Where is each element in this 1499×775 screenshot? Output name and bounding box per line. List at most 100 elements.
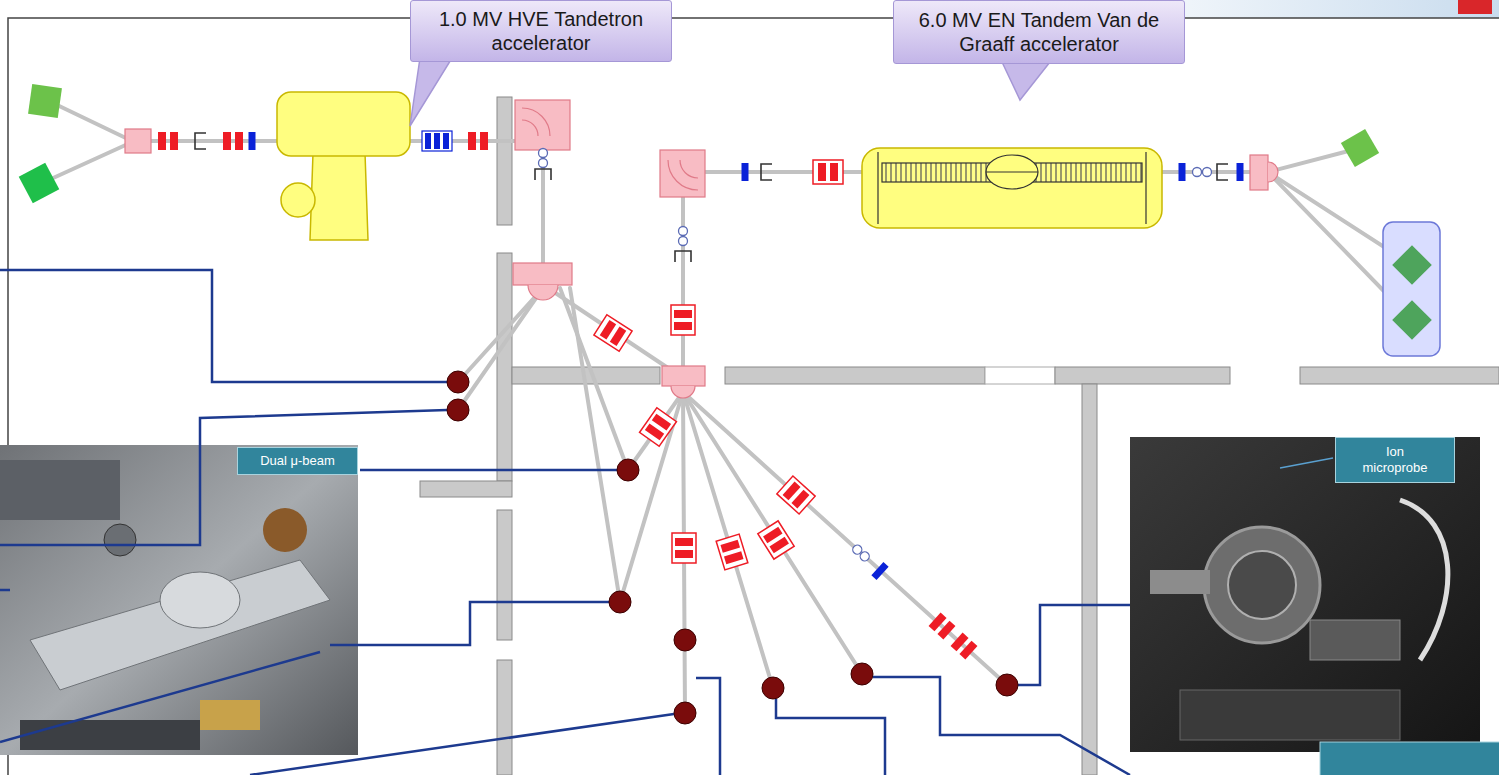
- wall: [1055, 367, 1230, 384]
- photo-detail: [160, 572, 240, 628]
- steerer: [1179, 163, 1186, 181]
- leader-line: [1018, 605, 1130, 685]
- callout-box: 1.0 MV HVE Tandetron accelerator: [410, 0, 672, 62]
- callout-pointer: [410, 58, 452, 126]
- beam-line: [681, 197, 685, 368]
- leader-line: [696, 678, 720, 775]
- switching-magnet: [528, 285, 558, 300]
- accelerator-tank: [277, 92, 410, 156]
- accelerator-stand: [310, 153, 368, 240]
- leader-line: [0, 589, 10, 592]
- node-text: Ion microprobe: [1362, 444, 1427, 475]
- switching-magnet: [671, 386, 695, 398]
- end-station: [674, 702, 696, 724]
- beam-line: [458, 288, 543, 382]
- tandem-accelerator: [862, 148, 1162, 228]
- photo-detail: [0, 460, 120, 520]
- quadrupole: [594, 315, 632, 351]
- switching-magnet: [1268, 162, 1278, 182]
- quadrupole: [758, 521, 794, 559]
- photo: [1130, 437, 1480, 752]
- end-station: [762, 677, 784, 699]
- steerer: [1237, 163, 1244, 181]
- slit: [761, 164, 772, 180]
- wall: [497, 253, 512, 481]
- end-station: [851, 663, 873, 685]
- wall: [497, 660, 512, 775]
- bending-magnet: [660, 150, 705, 197]
- end-station: [447, 399, 469, 421]
- beam-line: [683, 392, 1007, 685]
- tandetron-accelerator: [277, 92, 410, 240]
- photo-detail: [1180, 690, 1400, 740]
- door: [985, 367, 1055, 384]
- steerer: [871, 562, 888, 580]
- terminal-axis: [986, 172, 1038, 173]
- slit: [195, 133, 206, 149]
- tank-end: [877, 152, 878, 224]
- quadrupole: [716, 534, 748, 570]
- quadrupole: [951, 633, 978, 660]
- tag-box: [1320, 742, 1499, 775]
- leader-line: [330, 602, 609, 645]
- steerer: [742, 163, 749, 181]
- photo-detail: [1204, 527, 1320, 643]
- ion-source: [28, 84, 62, 118]
- leader-line: [0, 652, 320, 742]
- photo-detail: [1150, 570, 1210, 594]
- quadrupole: [468, 132, 488, 150]
- ion-source: [1392, 300, 1432, 340]
- ion-source: [19, 163, 60, 204]
- beam-profile-monitor: [679, 227, 688, 246]
- steerer: [249, 132, 256, 150]
- photo-detail: [1400, 500, 1448, 660]
- slit: [1217, 164, 1228, 180]
- photo-detail: [30, 560, 330, 690]
- switching-magnet: [125, 129, 151, 153]
- beam-line: [55, 104, 130, 140]
- beam-line: [458, 288, 543, 410]
- beam-line: [620, 392, 683, 602]
- photo-detail: [1310, 620, 1400, 660]
- wall: [725, 367, 985, 384]
- quadrupole: [929, 613, 956, 640]
- label-box: Dual μ-beam: [237, 447, 358, 475]
- quadrupole: [813, 160, 843, 184]
- leader-line: [776, 699, 885, 775]
- callout-box: 6.0 MV EN Tandem Van de Graaff accelerat…: [893, 0, 1185, 64]
- photo-background: [0, 445, 358, 755]
- quadrupole: [640, 408, 677, 446]
- leader-line: [1280, 458, 1333, 468]
- leader-lines: [0, 270, 1333, 775]
- end-station: [674, 629, 696, 651]
- beam-profile-monitor: [1193, 168, 1212, 177]
- quadrupole-triplet: [422, 131, 452, 151]
- accelerator-tank: [862, 148, 1162, 228]
- source-enclosure: [1383, 222, 1440, 356]
- header-tab: [1458, 0, 1492, 14]
- quadrupole: [777, 476, 815, 514]
- ion-source: [1392, 245, 1432, 285]
- bending-magnet-arc: [522, 108, 550, 136]
- leader-line: [0, 410, 447, 545]
- beam-profile-monitor: [851, 543, 871, 562]
- leader-line: [0, 270, 447, 382]
- photo-detail: [104, 524, 136, 556]
- tank-end: [1145, 152, 1146, 224]
- quadrupole: [672, 533, 696, 563]
- beam-line: [548, 288, 683, 378]
- photo-detail: [1228, 551, 1296, 619]
- slit: [675, 251, 691, 262]
- bending-magnet: [515, 100, 570, 150]
- quadrupole: [671, 305, 695, 335]
- photo-detail: [20, 720, 200, 750]
- label-box: Ion microprobe: [1335, 437, 1455, 483]
- callout-pointer: [1002, 62, 1050, 100]
- photo-detail: [263, 508, 307, 552]
- switching-magnet: [1250, 155, 1268, 190]
- ion-source: [1341, 129, 1379, 167]
- beam-profile-monitor: [539, 149, 548, 168]
- beam-line: [628, 392, 683, 470]
